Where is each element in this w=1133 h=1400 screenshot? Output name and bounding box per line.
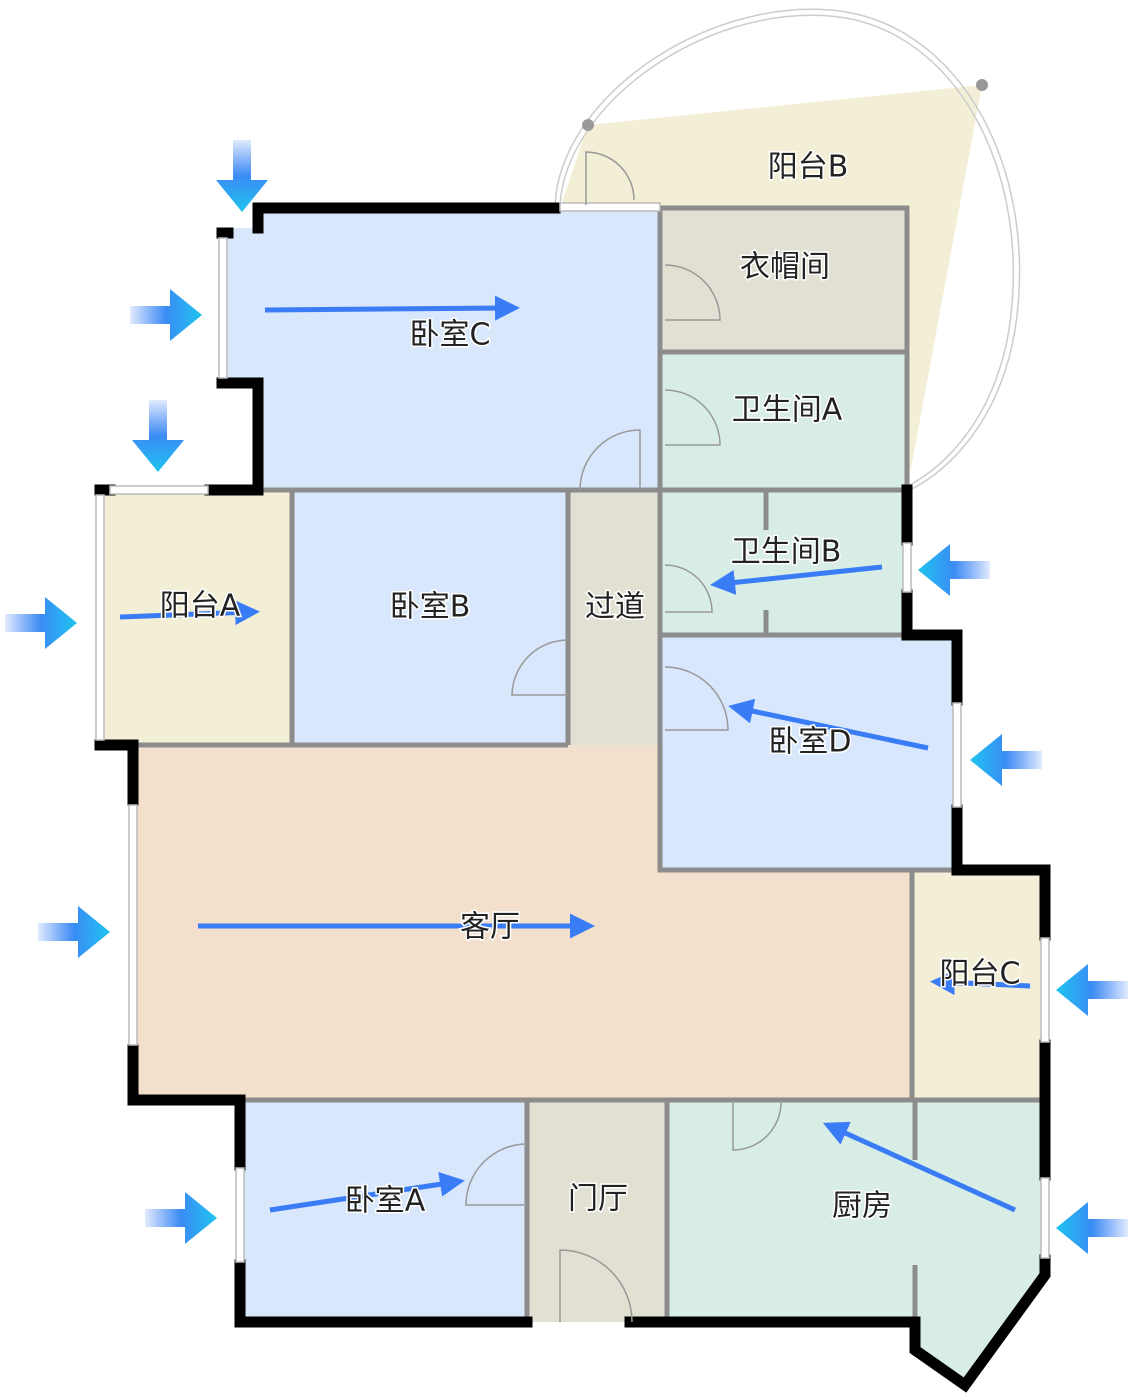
balcony-b-railing (554, 8, 1021, 491)
wind-arrow-icon (1056, 1202, 1128, 1254)
label-kitchen: 厨房 (832, 1189, 892, 1224)
airflow-arrows (119, 295, 1031, 1213)
wind-arrow-icon (216, 140, 268, 212)
cloakroom-floor (660, 208, 907, 352)
label-bedroom-b: 卧室B (390, 590, 471, 625)
label-corridor: 过道 (585, 590, 645, 625)
airflow-arrow-bedroom-d (728, 698, 929, 751)
label-balcony-c: 阳台C (940, 957, 1021, 992)
bedroom-a-floor (240, 1100, 527, 1322)
label-balcony-b: 阳台B (768, 150, 849, 185)
wind-arrow-icon (970, 734, 1042, 786)
label-living-room: 客厅 (460, 910, 520, 945)
room-labels: 阳台B 衣帽间 卧室C 卫生间A 阳台A 卧室B 过道 卫生间B 卧室D 客厅 … (158, 148, 1022, 1225)
airflow-arrow-bedroom-c (264, 295, 520, 321)
wind-arrow-icon (918, 544, 990, 596)
wind-arrow-icon (132, 400, 184, 472)
bathroom-a-floor (660, 352, 907, 490)
airflow-arrow-balcony-c (930, 970, 1031, 996)
airflow-arrow-kitchen (822, 1121, 1017, 1213)
label-bathroom-b: 卫生间B (731, 535, 842, 570)
balcony-b-floor (560, 85, 982, 490)
doors (465, 151, 782, 1323)
wind-arrow-icon (5, 597, 77, 649)
airflow-arrow-bathroom-b (710, 564, 883, 595)
corridor-floor (568, 490, 660, 745)
windows (95, 202, 1050, 1263)
bedroom-c-floor (222, 208, 660, 490)
bedroom-b-floor (292, 490, 568, 745)
label-bedroom-a: 卧室A (345, 1184, 426, 1219)
label-foyer: 门厅 (568, 1182, 628, 1217)
exterior-walls (94, 202, 1051, 1393)
living-room-floor (133, 745, 912, 1100)
label-bathroom-a: 卫生间A (732, 393, 843, 428)
kitchen-floor (667, 1100, 1045, 1385)
label-balcony-a: 阳台A (160, 589, 241, 624)
wind-arrow-icon (38, 906, 110, 958)
label-cloakroom: 衣帽间 (740, 250, 830, 285)
label-bedroom-c: 卧室C (410, 318, 491, 353)
airflow-arrow-balcony-a (119, 600, 260, 626)
airflow-arrow-bedroom-a (269, 1171, 465, 1213)
label-bedroom-d: 卧室D (768, 725, 851, 760)
wind-arrow-icon (145, 1192, 217, 1244)
bedroom-d-floor (660, 635, 957, 870)
room-fills (100, 85, 1045, 1385)
foyer-floor (527, 1100, 667, 1322)
wind-arrow-icon (1056, 964, 1128, 1016)
wind-arrow-icon (130, 289, 202, 341)
bathroom-b-floor (660, 490, 907, 635)
interior-walls (133, 205, 1045, 1322)
